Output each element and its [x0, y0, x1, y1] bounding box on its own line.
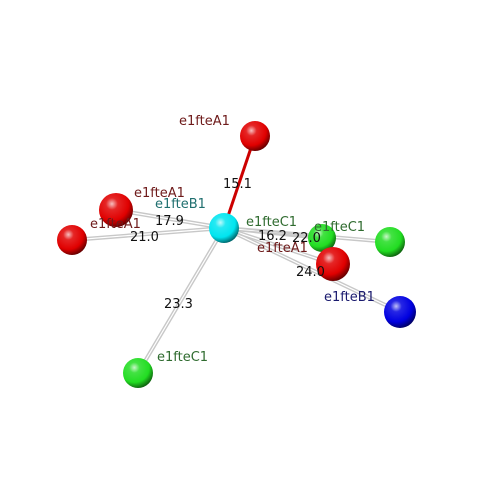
atom-label-red-upper-left: e1fteA1 [134, 186, 185, 201]
bond-red-left [71, 226, 224, 240]
atom-blue-right[interactable] [384, 296, 416, 328]
bond-red-lower-right [224, 226, 334, 264]
atom-green-right[interactable] [375, 227, 405, 257]
atom-green-bottom[interactable] [123, 358, 153, 388]
distance-label-red-top: 15.1 [223, 177, 252, 192]
bond-blue-right [224, 226, 401, 312]
atom-layer [57, 121, 416, 388]
bond-green-bottom [136, 226, 224, 373]
atom-label-green-bottom: e1fteC1 [157, 350, 208, 365]
atom-label-red-lower-right: e1fteA1 [257, 241, 308, 256]
distance-label-red-upper-left: 17.9 [155, 214, 184, 229]
atom-label-center: e1fteB1 [155, 197, 206, 212]
atom-green-near[interactable] [308, 224, 336, 252]
atom-label-blue-right: e1fteB1 [324, 290, 375, 305]
bond-green-right [223, 228, 390, 244]
atom-label-red-top: e1fteA1 [179, 114, 230, 129]
bond-blue-right [223, 228, 400, 314]
distance-label-red-left: 21.0 [130, 230, 159, 245]
atom-red-left[interactable] [57, 225, 87, 255]
atom-label-green-near: e1fteC1 [246, 215, 297, 230]
atom-red-lower-right[interactable] [316, 247, 350, 281]
bond-red-upper-left [115, 210, 224, 230]
bond-red-left [72, 228, 225, 242]
distance-label-green-right: 22.0 [292, 231, 321, 246]
bond-red-top [222, 135, 257, 229]
bond-red-upper-left [116, 208, 225, 228]
atom-red-upper-left[interactable] [99, 193, 133, 227]
atom-center[interactable] [209, 213, 239, 243]
distance-label-green-bottom: 23.3 [164, 297, 193, 312]
bond-green-bottom [138, 228, 226, 375]
atom-label-green-right: e1fteC1 [314, 220, 365, 235]
bond-green-right [224, 226, 391, 242]
distance-label-green-near: 16.2 [258, 229, 287, 244]
atom-red-top[interactable] [240, 121, 270, 151]
distance-label-red-lower-right: 24.0 [296, 265, 325, 280]
bond-layer [71, 135, 401, 375]
atom-label-red-left: e1fteA1 [90, 217, 141, 232]
